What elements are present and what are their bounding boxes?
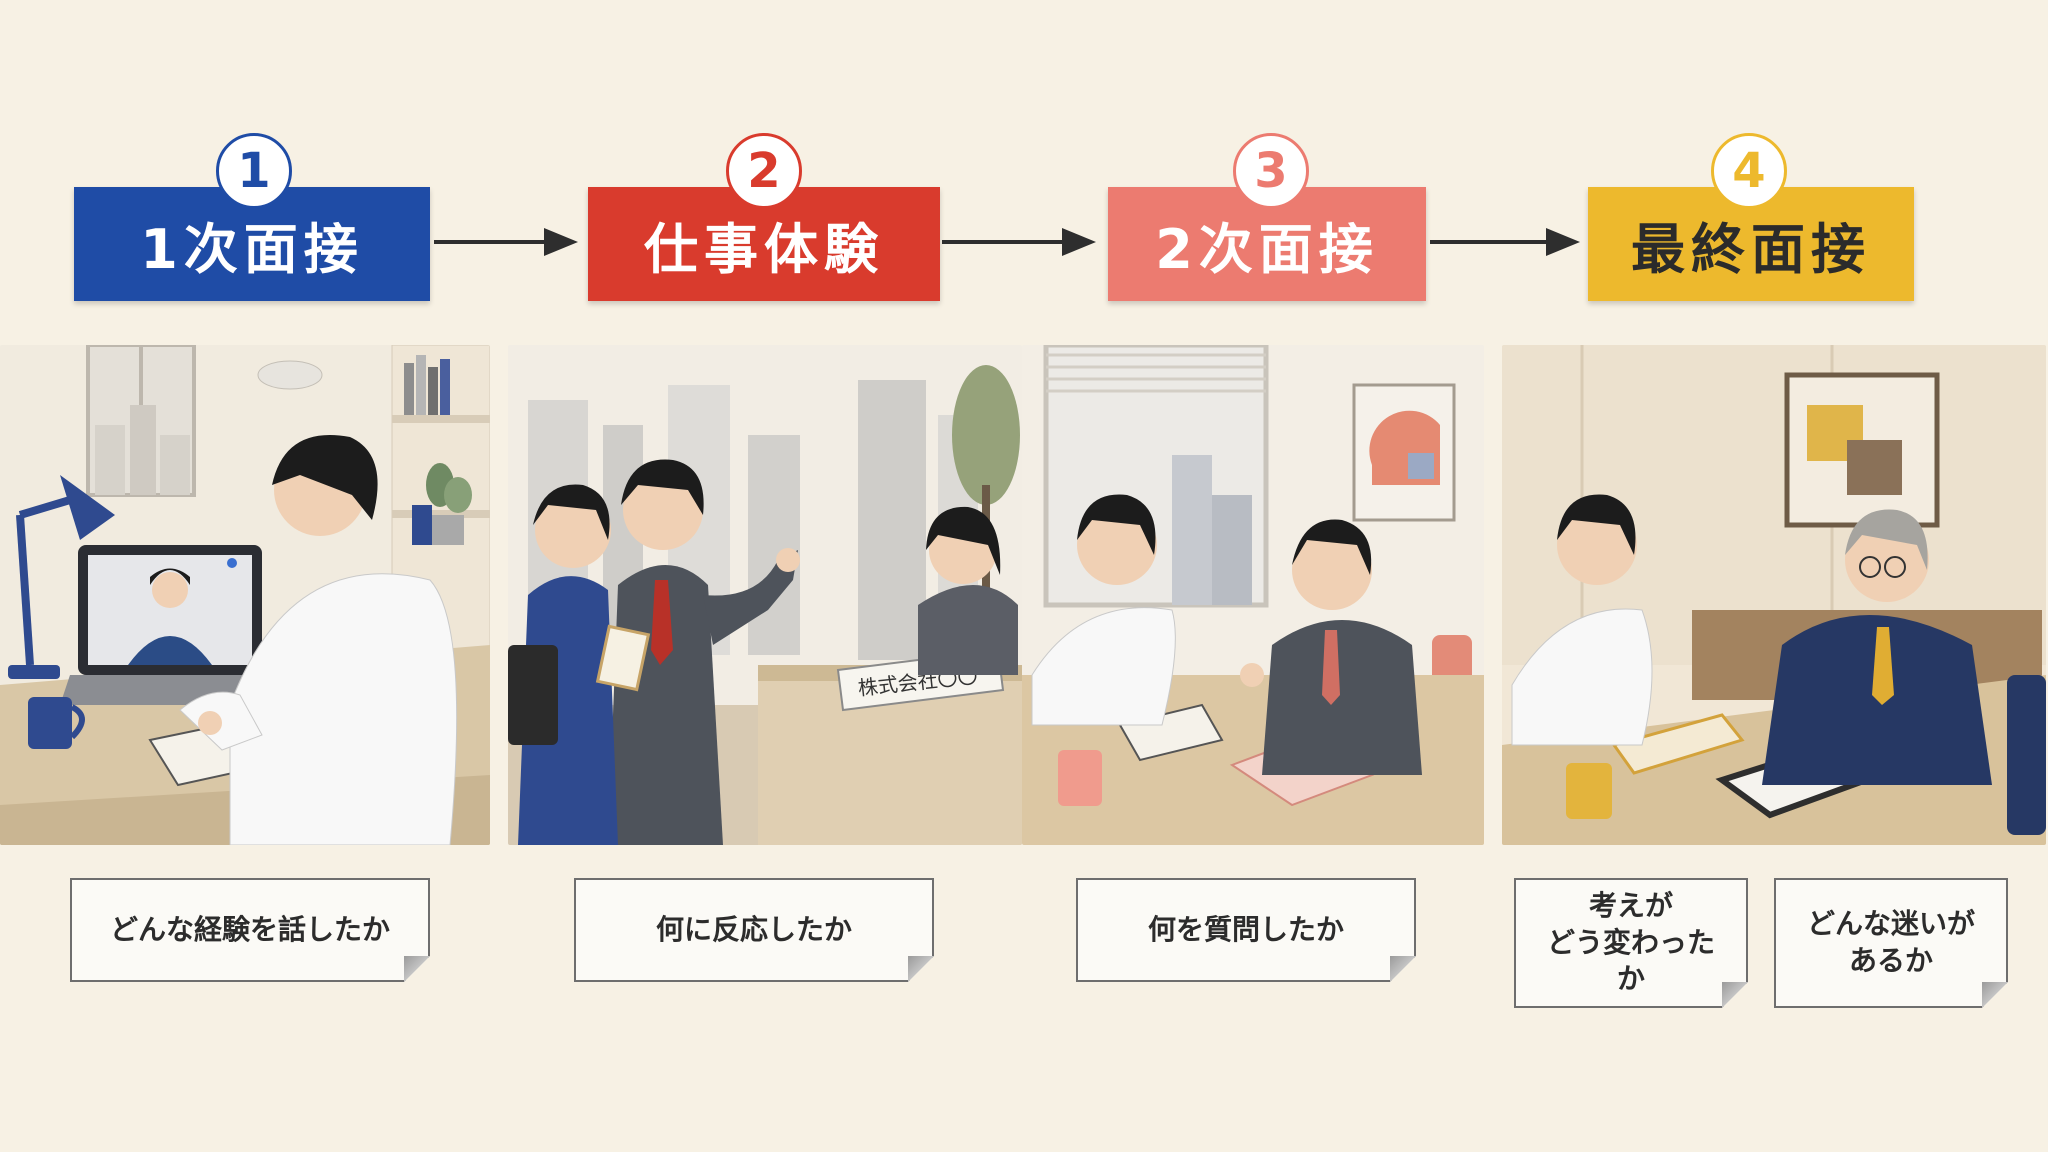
scene-3-illustration bbox=[1022, 345, 1484, 845]
step-1-number-badge: 1 bbox=[216, 133, 292, 209]
scene-work-experience: 株式会社〇〇 bbox=[508, 345, 1022, 845]
scene-4-illustration bbox=[1502, 345, 2046, 845]
note-step-1-text: どんな経験を話したか bbox=[109, 912, 390, 946]
step-4-title: 最終面接 bbox=[1631, 217, 1871, 281]
step-3-number: 3 bbox=[1254, 143, 1288, 199]
right-arrow-icon bbox=[1430, 228, 1580, 256]
scene-online-interview bbox=[0, 345, 490, 845]
note-step-3: 何を質問したか bbox=[1076, 878, 1416, 982]
note-step-4b: どんな迷いが あるか bbox=[1774, 878, 2008, 1008]
note-curl-step-2 bbox=[908, 956, 934, 982]
note-curl-step-1 bbox=[404, 956, 430, 982]
scene-second-interview bbox=[1022, 345, 1484, 845]
scene-2-illustration: 株式会社〇〇 bbox=[508, 345, 1022, 845]
note-curl-step-4b bbox=[1982, 982, 2008, 1008]
note-step-2-text: 何に反応したか bbox=[655, 912, 852, 946]
step-2-number-badge: 2 bbox=[726, 133, 802, 209]
note-curl-step-3 bbox=[1390, 956, 1416, 982]
note-step-4a-text: 考えが どう変わったか bbox=[1546, 888, 1715, 996]
step-1-number: 1 bbox=[237, 143, 271, 199]
note-step-1: どんな経験を話したか bbox=[70, 878, 430, 982]
step-2-header: 仕事体験 bbox=[588, 187, 940, 301]
note-curl-step-4a bbox=[1722, 982, 1748, 1008]
step-2-title: 仕事体験 bbox=[644, 217, 884, 281]
note-step-3-text: 何を質問したか bbox=[1147, 912, 1344, 946]
step-2-number: 2 bbox=[747, 143, 781, 199]
scene-1-illustration bbox=[0, 345, 490, 845]
step-4-number: 4 bbox=[1732, 143, 1766, 199]
step-3-title: 2次面接 bbox=[1155, 217, 1379, 281]
note-step-4b-text: どんな迷いが あるか bbox=[1806, 907, 1975, 977]
note-step-2: 何に反応したか bbox=[574, 878, 934, 982]
step-3-number-badge: 3 bbox=[1233, 133, 1309, 209]
step-1-title: 1次面接 bbox=[140, 217, 364, 281]
note-step-4a: 考えが どう変わったか bbox=[1514, 878, 1748, 1008]
step-4-header: 最終面接 bbox=[1588, 187, 1914, 301]
right-arrow-icon bbox=[434, 228, 578, 256]
right-arrow-icon bbox=[942, 228, 1096, 256]
step-4-number-badge: 4 bbox=[1711, 133, 1787, 209]
scene-final-interview bbox=[1502, 345, 2046, 845]
